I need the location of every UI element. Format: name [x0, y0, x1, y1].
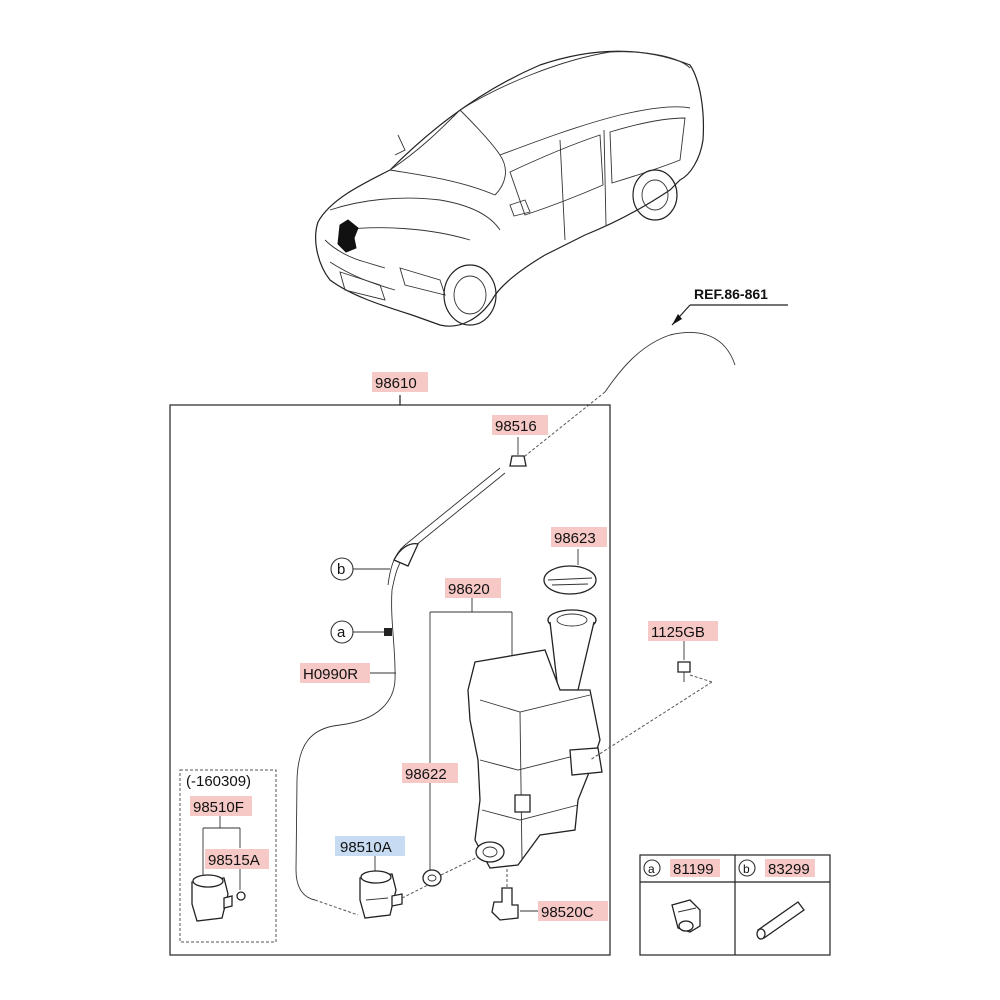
part-98516: 98516 [492, 415, 548, 467]
label-98622: 98622 [405, 766, 447, 783]
legend-table: a 81199 b 83299 [639, 854, 831, 956]
part-H0990R: H0990R [300, 663, 396, 683]
part-98623: 98623 [543, 527, 607, 595]
part-98620: 98620 [429, 578, 603, 870]
washer-pump-f-icon [191, 874, 233, 922]
hose-connector-icon [393, 542, 419, 567]
ref-callout: REF.86-861 [671, 286, 788, 326]
legend-b-code: 83299 [768, 861, 810, 878]
callout-b-letter: b [337, 561, 345, 578]
hose-dash-line [519, 391, 606, 461]
callout-a: a [330, 620, 392, 644]
washer-pump-icon [359, 870, 403, 919]
label-1125GB: 1125GB [651, 624, 705, 641]
hose-piece-icon [756, 901, 805, 940]
label-98620: 98620 [448, 581, 490, 598]
assembly-label: 98610 [375, 375, 417, 392]
callout-a-letter: a [337, 624, 346, 641]
bolt-icon [677, 661, 691, 673]
label-98515A: 98515A [208, 852, 260, 869]
label-98623: 98623 [554, 530, 596, 547]
assembly-frame: 98610 [169, 372, 611, 956]
washer-reservoir-icon [467, 609, 603, 869]
part-98510A: 98510A [314, 836, 429, 919]
alt-pump-box: (-160309) 98510F 98515A [179, 769, 277, 943]
legend-b-letter: b [743, 862, 750, 876]
car-illustration [315, 50, 705, 327]
external-hose [604, 332, 736, 393]
date-note: (-160309) [186, 773, 251, 790]
hose-joint-icon [509, 455, 527, 467]
strainer-icon [422, 869, 442, 887]
part-98622: 98622 [402, 763, 479, 887]
part-1125GB: 1125GB [589, 621, 718, 761]
part-98520C: 98520C [491, 868, 608, 921]
legend-a-letter: a [648, 862, 655, 876]
ref-label: REF.86-861 [694, 286, 768, 302]
hose-clip-icon [671, 899, 701, 933]
label-98510A: 98510A [340, 839, 392, 856]
callout-b: b [330, 557, 390, 581]
label-98510F: 98510F [193, 799, 244, 816]
label-H0990R: H0990R [303, 666, 358, 683]
legend-a-code: 81199 [673, 861, 714, 878]
label-98516: 98516 [495, 418, 537, 435]
level-sensor-icon [491, 887, 519, 921]
reservoir-cap-icon [543, 565, 597, 595]
label-98520C: 98520C [541, 904, 594, 921]
grommet-icon [236, 891, 246, 901]
washer-hose [295, 472, 506, 901]
